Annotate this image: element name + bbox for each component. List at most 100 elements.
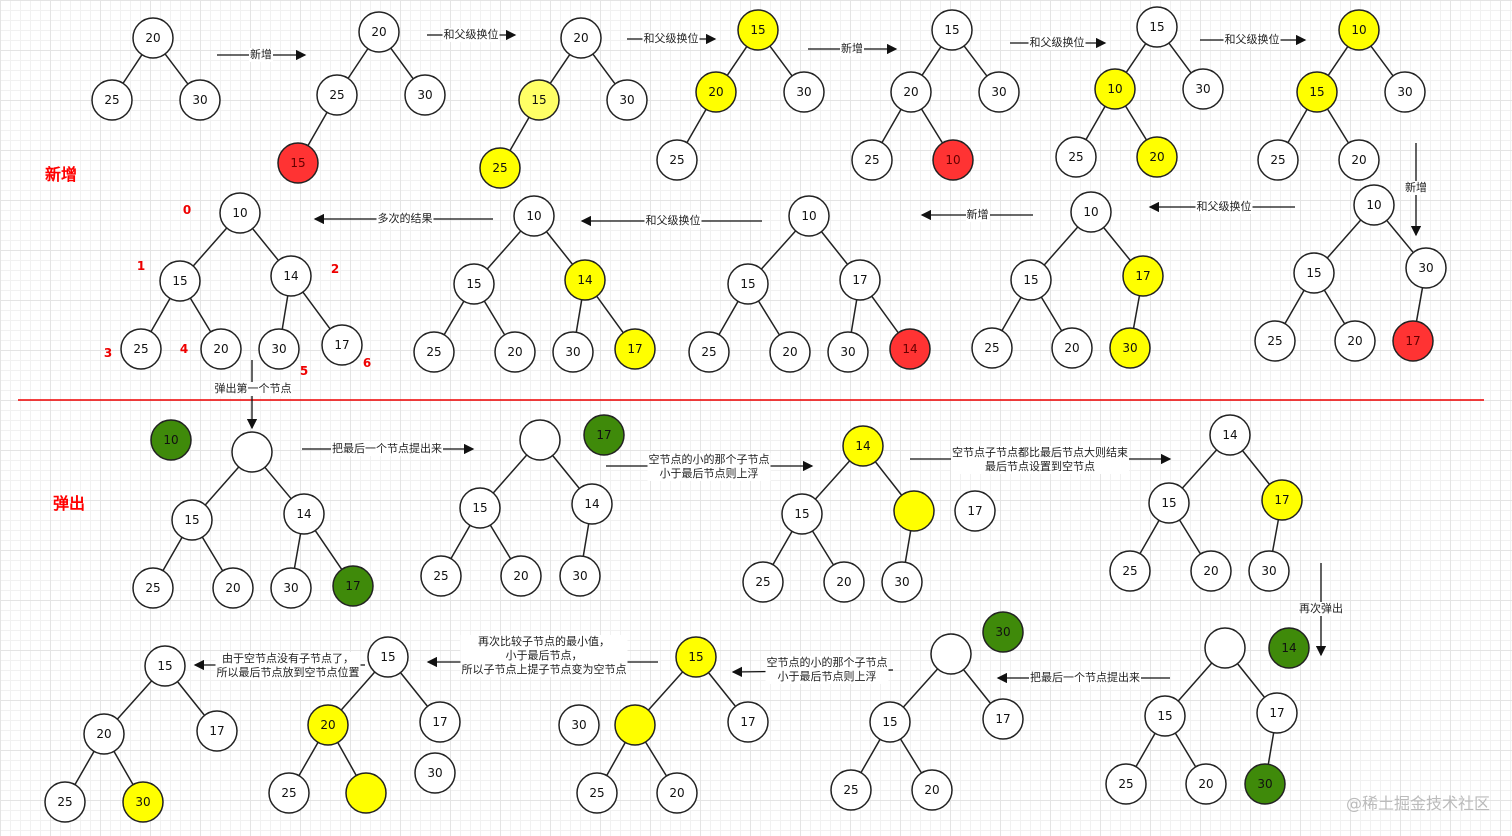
- heap-node: 15: [367, 636, 409, 678]
- arrow-label-line: 和父级换位: [643, 32, 699, 45]
- node-circle: [358, 11, 400, 53]
- tree-edge: [1139, 519, 1160, 555]
- heap-node: 17: [727, 701, 769, 743]
- node-value: 20: [708, 85, 723, 99]
- node-value: 30: [991, 85, 1006, 99]
- tree-edge: [871, 295, 899, 334]
- node-value: 30: [565, 345, 580, 359]
- array-index-label: 5: [299, 364, 309, 378]
- node-value: 30: [796, 85, 811, 99]
- heap-node: 20: [890, 71, 932, 113]
- node-value: 14: [1222, 428, 1237, 442]
- node-value: 25: [426, 345, 441, 359]
- node-value: 10: [1366, 198, 1381, 212]
- heap-node: 10: [1070, 191, 1112, 233]
- node-circle: [571, 483, 613, 525]
- heap-node: 25: [268, 772, 310, 814]
- arrow-label-line: 弹出第一个节点: [214, 382, 292, 395]
- tree-edge: [307, 111, 328, 147]
- node-circle: [1353, 184, 1395, 226]
- node-circle: [560, 17, 602, 59]
- tree-edge: [582, 523, 590, 557]
- node-value: 20: [371, 25, 386, 39]
- heap-node: 20: [1185, 763, 1227, 805]
- tree-edge: [189, 297, 212, 333]
- tree-edge: [1135, 732, 1156, 768]
- tree-edge: [1043, 226, 1079, 266]
- tree-edge: [509, 116, 530, 152]
- node-value: 17: [432, 715, 447, 729]
- tree-edge: [760, 230, 797, 270]
- tree-edge: [606, 742, 626, 776]
- node-value: 30: [572, 569, 587, 583]
- node-value: 17: [852, 273, 867, 287]
- tree-edge: [769, 45, 793, 77]
- tree-edge: [1323, 289, 1346, 325]
- node-circle: [212, 567, 254, 609]
- heap-node: 20: [494, 331, 536, 373]
- node-circle: [911, 769, 953, 811]
- section-label-insert: 新增: [44, 165, 78, 184]
- heap-node: [519, 419, 561, 461]
- node-circle: [122, 781, 164, 823]
- node-circle: [316, 74, 358, 116]
- node-circle: [869, 701, 911, 743]
- node-circle: [727, 701, 769, 743]
- heap-node: 30: [1248, 550, 1290, 592]
- tree-edge: [1326, 219, 1362, 259]
- node-value: 20: [1351, 153, 1366, 167]
- heap-node: 15: [1136, 6, 1178, 48]
- heap-node: 25: [413, 331, 455, 373]
- arrow-label: 新增: [1404, 181, 1428, 195]
- heap-node: 25: [91, 79, 133, 121]
- node-circle: [459, 487, 501, 529]
- tree-edge: [314, 530, 343, 570]
- heap-node: 25: [830, 769, 872, 811]
- heap-node: 30: [558, 704, 600, 746]
- heap-node: [893, 490, 935, 532]
- node-circle: [881, 561, 923, 603]
- tree-edge: [1181, 449, 1218, 489]
- heap-node: 20: [1338, 139, 1380, 181]
- node-circle: [270, 255, 312, 297]
- node-circle: [559, 555, 601, 597]
- heap-node: 20: [132, 17, 174, 59]
- arrow-label-line: 再次弹出: [1299, 602, 1343, 615]
- node-value: 25: [492, 161, 507, 175]
- node-circle: [1055, 136, 1097, 178]
- node-value: 10: [945, 153, 960, 167]
- arrow-label-line: 所以子节点上提子节点变为空节点: [461, 663, 627, 676]
- tree-edge: [874, 461, 903, 496]
- node-circle: [159, 260, 201, 302]
- heap-node: 25: [656, 139, 698, 181]
- node-value: 30: [894, 575, 909, 589]
- tree-edge: [718, 300, 739, 336]
- node-value: 30: [1397, 85, 1412, 99]
- node-circle: [83, 713, 125, 755]
- node-circle: [971, 327, 1013, 369]
- node-circle: [656, 139, 698, 181]
- heap-node: 30: [1405, 247, 1447, 289]
- heap-node: 15: [159, 260, 201, 302]
- node-value: 15: [157, 659, 172, 673]
- node-circle: [1392, 320, 1434, 362]
- node-circle: [695, 71, 737, 113]
- node-value: 20: [513, 569, 528, 583]
- node-value: 17: [1405, 334, 1420, 348]
- node-circle: [414, 752, 456, 794]
- node-value: 30: [283, 581, 298, 595]
- node-circle: [419, 701, 461, 743]
- node-circle: [1136, 136, 1178, 178]
- node-value: 17: [209, 724, 224, 738]
- node-circle: [332, 565, 374, 607]
- heap-node: 25: [742, 561, 784, 603]
- node-value: 25: [1267, 334, 1282, 348]
- node-value: 14: [584, 497, 599, 511]
- heap-node: 30: [1244, 763, 1286, 805]
- heap-node: 10: [1353, 184, 1395, 226]
- node-circle: [614, 704, 656, 746]
